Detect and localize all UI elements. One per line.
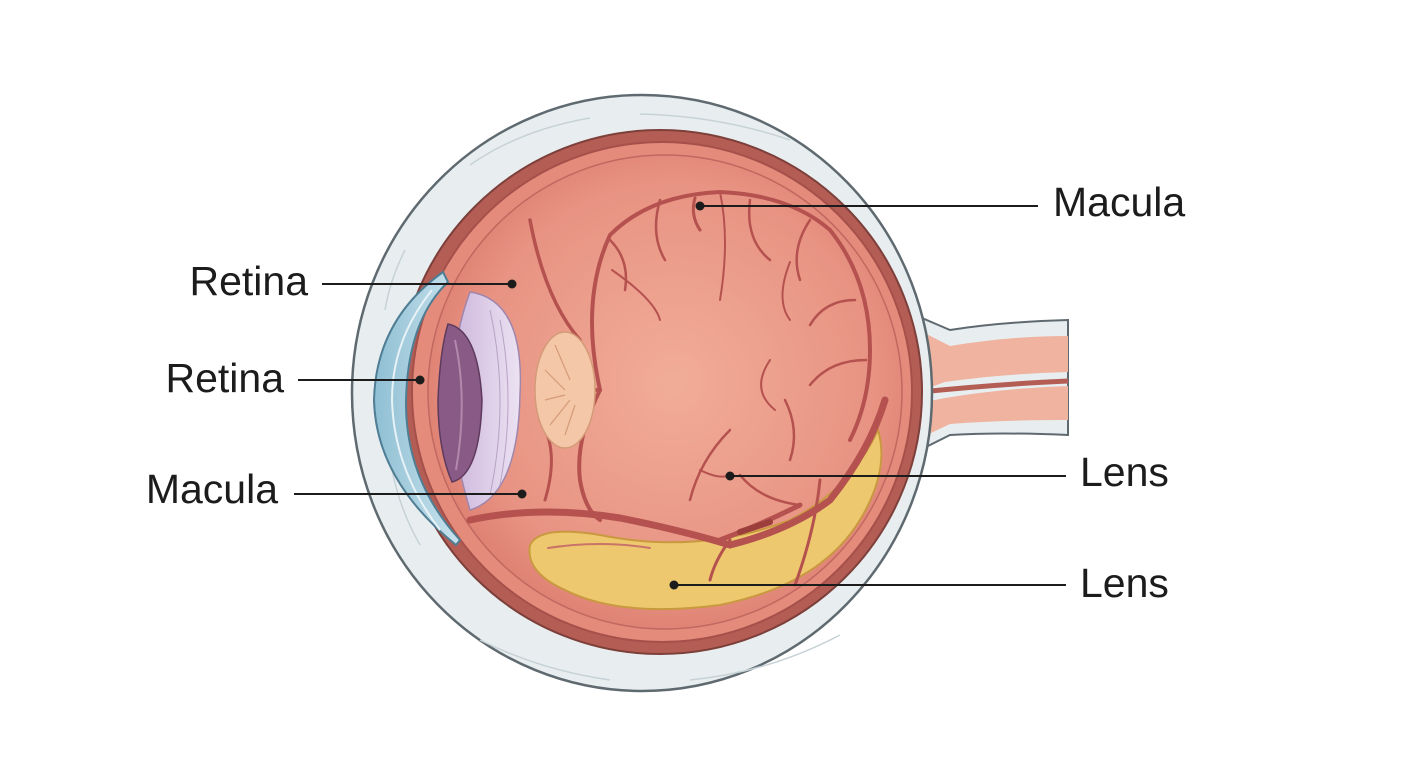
label-macula-right: Macula: [1053, 179, 1185, 225]
label-retina-lower: Retina: [165, 355, 284, 401]
label-macula-left: Macula: [146, 466, 278, 512]
label-lens-upper: Lens: [1080, 449, 1169, 495]
label-lens-lower: Lens: [1080, 560, 1169, 606]
label-retina-upper: Retina: [189, 258, 308, 304]
